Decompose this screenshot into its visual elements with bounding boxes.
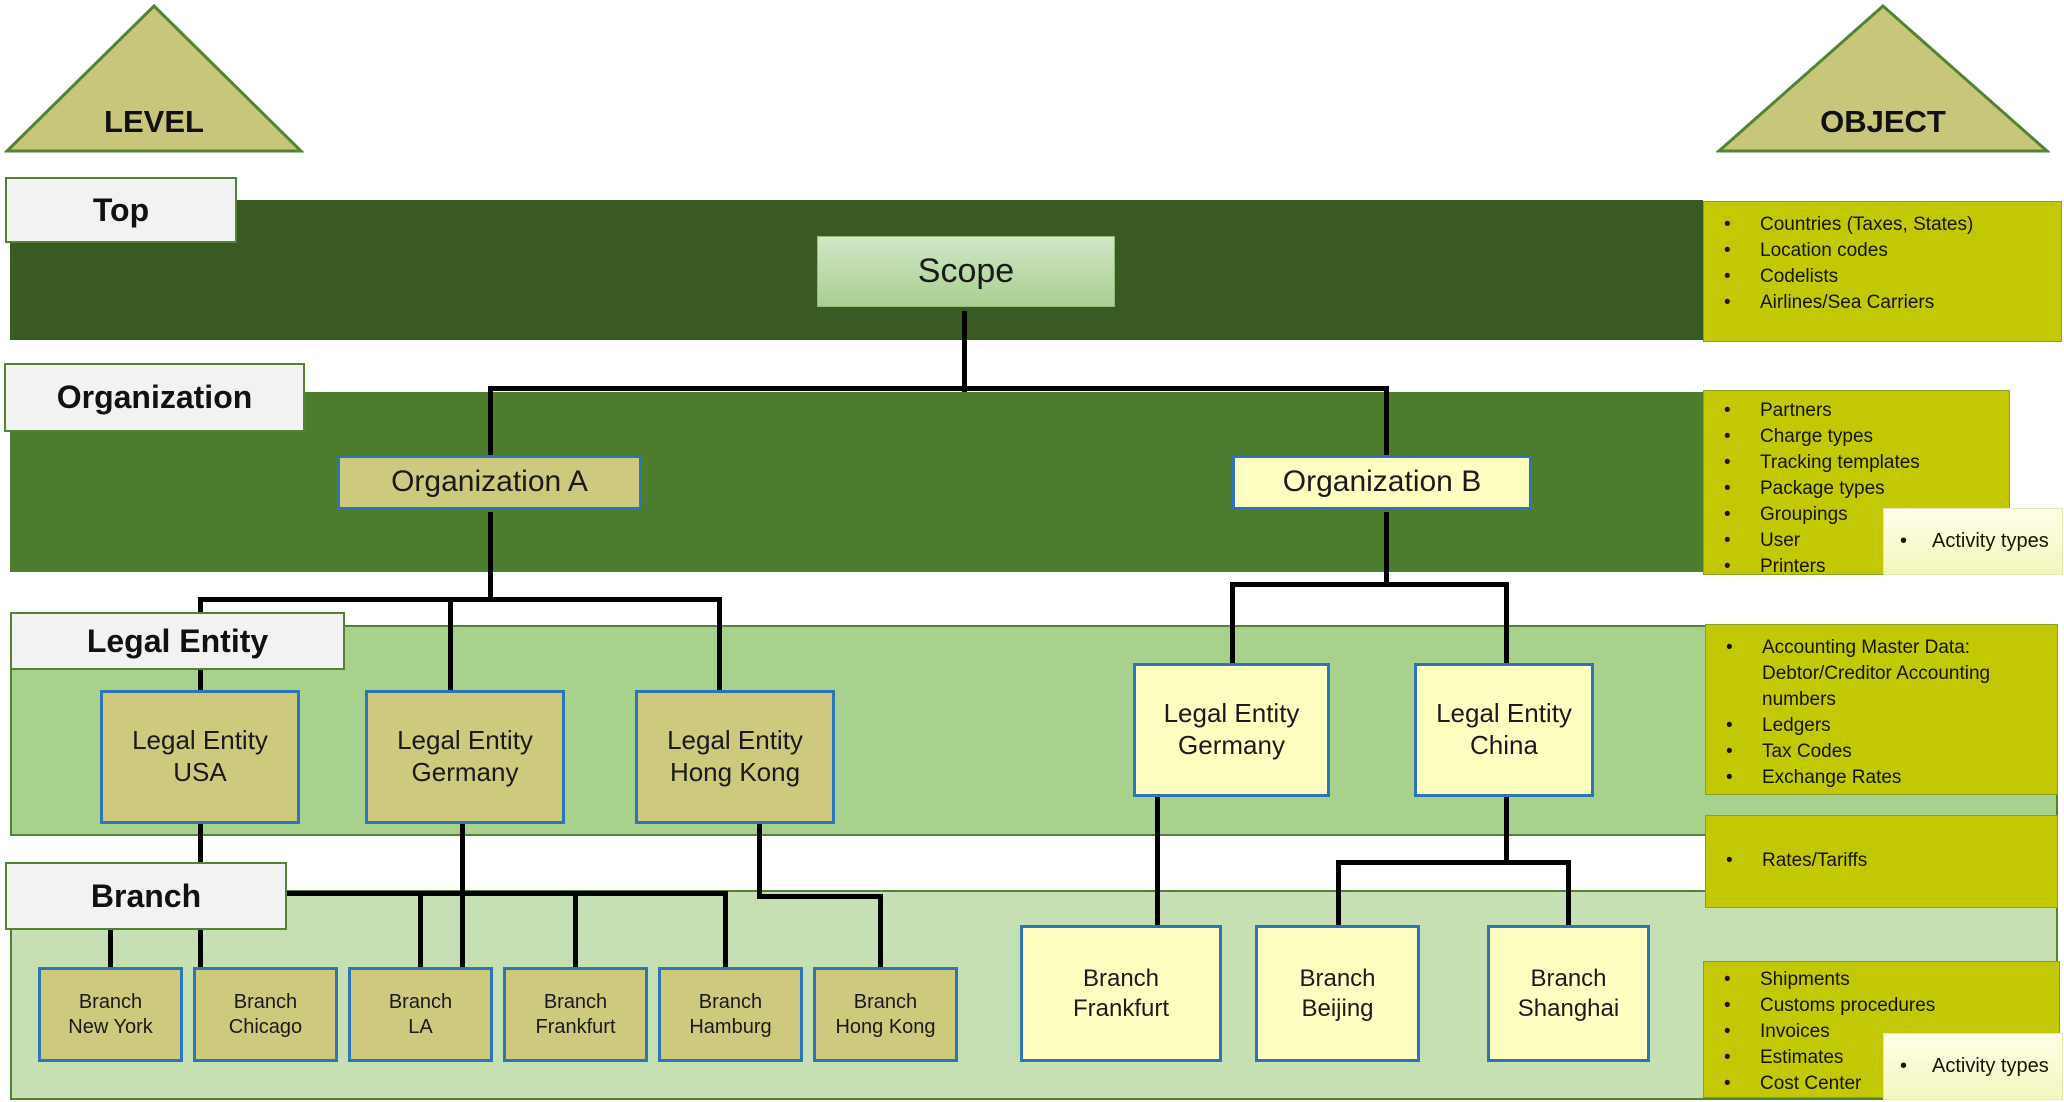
level-label-organization: Organization: [4, 363, 305, 432]
object-item: Countries (Taxes, States): [1704, 212, 2055, 238]
object-item: Estimates: [1704, 1045, 2053, 1071]
connector-le-hongkong-top: [717, 597, 722, 692]
connector-hongkong-down1: [757, 822, 762, 899]
objects-rates: Rates/Tariffs: [1705, 815, 2058, 908]
connector-lea-horizontal: [198, 597, 722, 602]
connector-shanghai-down: [1566, 860, 1571, 927]
objects-legal-entity-list: Accounting Master Data: Debtor/Creditor …: [1706, 625, 2057, 791]
activity-types-branch: Activity types: [1883, 1033, 2063, 1100]
node-branch-hongkong: Branch Hong Kong: [813, 967, 958, 1062]
node-branch-chicago: Branch Chicago: [193, 967, 338, 1062]
connector-germany-b-down: [1155, 795, 1160, 927]
connector-orgb-top: [1384, 386, 1389, 462]
object-item: Printers: [1704, 554, 2003, 580]
node-organization-a: Organization A: [337, 455, 642, 510]
object-triangle: OBJECT: [1715, 2, 2051, 154]
node-branch-frankfurt-a: Branch Frankfurt: [503, 967, 648, 1062]
connector-hongkong-down2: [878, 894, 883, 968]
activity-types-label: Activity types: [1884, 1055, 2049, 1078]
objects-rates-list: Rates/Tariffs: [1706, 816, 2057, 874]
connector-le-china-top: [1504, 582, 1509, 665]
connector-leb-horizontal: [1230, 582, 1509, 587]
connector-beijing-down: [1336, 860, 1341, 927]
object-item: Charge types: [1704, 424, 2003, 450]
level-label-branch: Branch: [5, 862, 287, 930]
connector-le-germany-b-top: [1230, 582, 1235, 665]
object-triangle-shape: [1715, 3, 2051, 153]
connector-newyork-down: [108, 922, 113, 968]
node-branch-newyork: Branch New York: [38, 967, 183, 1062]
object-item: Location codes: [1704, 238, 2055, 264]
object-item: Ledgers: [1706, 713, 2051, 739]
connector-germany-a-down: [460, 822, 465, 968]
node-branch-hamburg: Branch Hamburg: [658, 967, 803, 1062]
node-scope: Scope: [817, 236, 1115, 307]
node-legal-entity-china: Legal Entity China: [1414, 663, 1594, 797]
connector-germany-a-children-horizontal: [287, 891, 728, 896]
connector-orgs-horizontal: [488, 386, 1389, 391]
objects-branch-list: Shipments Customs proceduresInvoicesEsti…: [1704, 962, 2059, 1097]
node-legal-entity-germany-a: Legal Entity Germany: [365, 690, 565, 824]
level-label-legal-entity: Legal Entity: [10, 612, 345, 670]
object-item: Accounting Master Data: Debtor/Creditor …: [1706, 635, 2051, 713]
connector-china-children-horizontal: [1336, 860, 1571, 865]
object-item: Partners: [1704, 398, 2003, 424]
object-item: Package types: [1704, 476, 2003, 502]
objects-top: Countries (Taxes, States) Location codes…: [1703, 201, 2062, 342]
object-item: User: [1704, 528, 2003, 554]
level-triangle-shape: [3, 3, 305, 153]
connector-orga-down: [488, 512, 493, 600]
object-item: Shipments: [1704, 967, 2053, 993]
level-label-top: Top: [5, 177, 237, 243]
connector-orgb-down: [1384, 512, 1389, 586]
object-triangle-label: OBJECT: [1820, 104, 1946, 139]
object-item: Tracking templates: [1704, 450, 2003, 476]
connector-la-down: [418, 891, 423, 968]
object-item: Exchange Rates: [1706, 765, 2051, 791]
object-item: Tax Codes: [1706, 739, 2051, 765]
node-branch-beijing: Branch Beijing: [1255, 925, 1420, 1062]
connector-le-germany-a-top: [448, 597, 453, 692]
connector-china-down: [1504, 795, 1509, 865]
object-item: Groupings: [1704, 502, 2003, 528]
objects-top-list: Countries (Taxes, States) Location codes…: [1704, 202, 2061, 316]
node-branch-frankfurt-b: Branch Frankfurt: [1020, 925, 1222, 1062]
node-legal-entity-usa: Legal Entity USA: [100, 690, 300, 824]
activity-types-organization: Activity types: [1883, 508, 2063, 575]
connector-orga-top: [488, 386, 493, 462]
node-organization-b: Organization B: [1232, 455, 1532, 510]
object-item: Codelists: [1704, 264, 2055, 290]
node-legal-entity-hongkong: Legal Entity Hong Kong: [635, 690, 835, 824]
level-triangle: LEVEL: [3, 2, 305, 154]
object-item: Cost Center: [1704, 1071, 2053, 1097]
node-legal-entity-germany-b: Legal Entity Germany: [1133, 663, 1330, 797]
object-item: Customs procedures: [1704, 993, 2053, 1019]
connector-scope-down: [962, 311, 967, 392]
objects-legal-entity: Accounting Master Data: Debtor/Creditor …: [1705, 624, 2058, 795]
objects-organization-list: Partners Charge typesTracking templatesP…: [1704, 391, 2009, 580]
object-item: Airlines/Sea Carriers: [1704, 290, 2055, 316]
activity-types-label: Activity types: [1884, 530, 2049, 553]
connector-hongkong-jog: [757, 894, 883, 899]
node-branch-la: Branch LA: [348, 967, 493, 1062]
level-triangle-label: LEVEL: [104, 104, 204, 139]
connector-frankfurt-a-down: [573, 891, 578, 968]
object-item: Rates/Tariffs: [1706, 848, 2051, 874]
object-item: Invoices: [1704, 1019, 2053, 1045]
connector-hamburg-down: [723, 891, 728, 968]
node-branch-shanghai: Branch Shanghai: [1487, 925, 1650, 1062]
